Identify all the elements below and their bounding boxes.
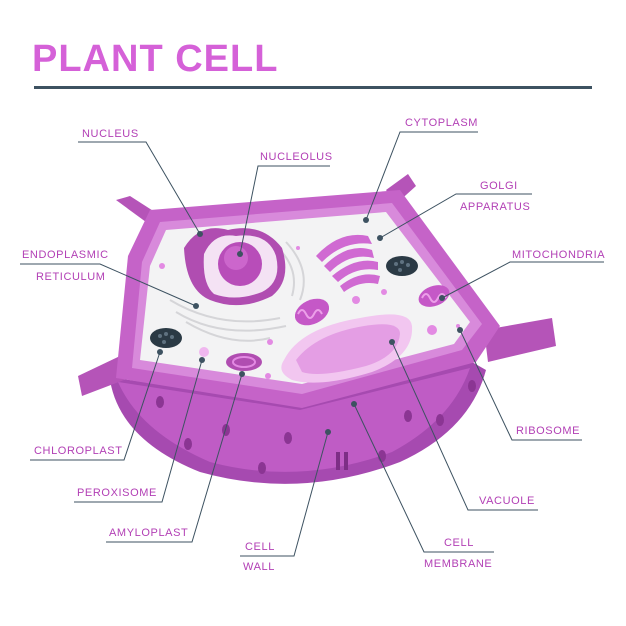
leader-peroxisome: [74, 359, 203, 503]
endoplasmic-reticulum: [169, 241, 305, 342]
leader-dot-cell-wall: [325, 429, 331, 435]
leader-golgi: [379, 193, 532, 239]
leader-chloroplast: [30, 351, 161, 461]
label-golgi-line2: APPARATUS: [460, 201, 530, 213]
leader-dot-er: [193, 303, 199, 309]
leader-dot-mitochondria: [439, 295, 445, 301]
cell-wall-seam-2: [344, 452, 348, 470]
leader-dot-peroxisome: [199, 357, 205, 363]
chloroplast-left: [150, 328, 182, 348]
label-mitochondria: MITOCHONDRIA: [512, 249, 605, 261]
leader-dot-ribosome: [457, 327, 463, 333]
label-amyloplast: AMYLOPLAST: [109, 527, 188, 539]
cell-body: [78, 174, 556, 484]
organelles: [150, 228, 460, 383]
label-ribosome: RIBOSOME: [516, 425, 580, 437]
leader-er: [20, 263, 197, 307]
label-er-line2: RETICULUM: [36, 271, 106, 283]
leader-cytoplasm: [365, 131, 478, 221]
leader-amyloplast: [106, 373, 243, 543]
cell-wall-front-highlight: [118, 368, 470, 472]
leader-dot-cell-membrane: [351, 401, 357, 407]
label-vacuole: VACUOLE: [479, 495, 535, 507]
leader-lines: [20, 131, 604, 557]
leader-dot-vacuole: [389, 339, 395, 345]
leader-cell-membrane: [353, 403, 494, 553]
cell-wall-flange-left: [78, 356, 124, 396]
label-cell-wall-line2: WALL: [243, 561, 275, 573]
title-underline: [34, 86, 592, 89]
leader-nucleolus: [239, 165, 330, 255]
label-nucleus: NUCLEUS: [82, 128, 139, 140]
label-cell-membrane-line1: CELL: [444, 537, 474, 549]
amyloplast-ring: [232, 356, 256, 368]
leader-mitochondria: [441, 261, 604, 299]
leader-dot-chloroplast: [157, 349, 163, 355]
diagram-title: PLANT CELL: [32, 38, 279, 80]
leader-ribosome: [459, 329, 582, 441]
cell-wall-seam: [336, 452, 340, 470]
leader-vacuole: [391, 341, 538, 511]
labels: NUCLEUS NUCLEOLUS CYTOPLASM GOLGI APPARA…: [22, 117, 605, 573]
label-nucleolus: NUCLEOLUS: [260, 151, 333, 163]
leader-dot-golgi: [377, 235, 383, 241]
peroxisome: [199, 347, 209, 357]
label-peroxisome: PEROXISOME: [77, 487, 157, 499]
label-cell-membrane-line2: MEMBRANE: [424, 558, 492, 570]
vesicles: [159, 246, 460, 379]
leader-dot-cytoplasm: [363, 217, 369, 223]
leader-cell-wall: [240, 431, 329, 557]
leader-dot-nucleolus: [237, 251, 243, 257]
label-cell-wall-line1: CELL: [245, 541, 275, 553]
leader-dot-amyloplast: [239, 371, 245, 377]
leader-nucleus: [78, 141, 201, 235]
vacuole-inner: [296, 324, 400, 374]
label-golgi-line1: GOLGI: [480, 180, 518, 192]
wall-pits: [156, 380, 476, 474]
golgi-apparatus: [316, 234, 380, 292]
label-cytoplasm: CYTOPLASM: [405, 117, 478, 129]
mitochondrion-1: [418, 285, 450, 307]
leader-dot-nucleus: [197, 231, 203, 237]
chloroplast-right: [386, 256, 418, 276]
mitochondrion-2: [294, 298, 330, 326]
amyloplast: [226, 353, 262, 371]
label-er-line1: ENDOPLASMIC: [22, 249, 109, 261]
nucleolus-highlight: [224, 246, 248, 270]
label-chloroplast: CHLOROPLAST: [34, 445, 123, 457]
cell-wall-flange-right: [484, 318, 556, 362]
